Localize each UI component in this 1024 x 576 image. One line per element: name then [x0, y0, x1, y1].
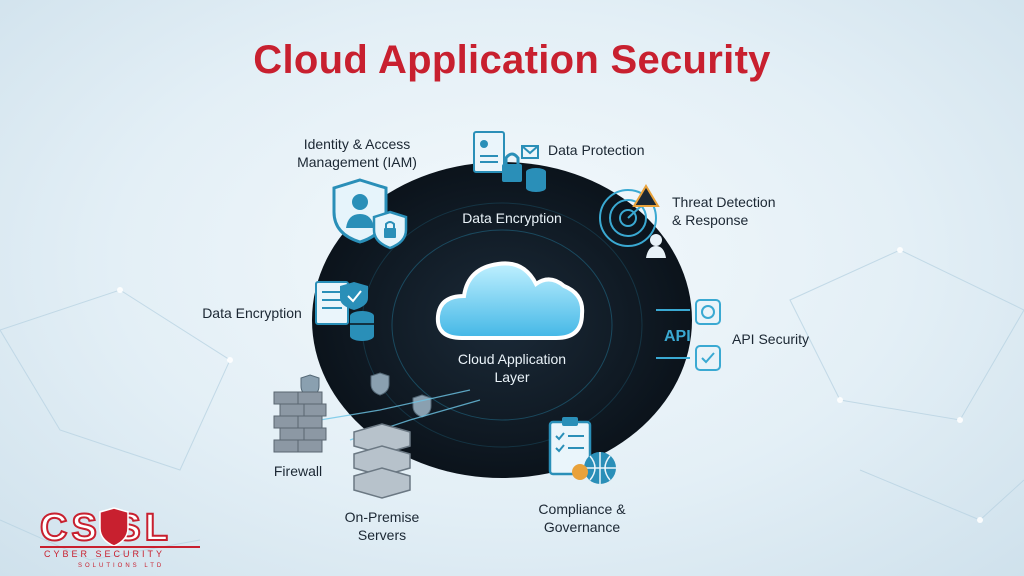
compliance-label: Compliance & Governance [512, 500, 652, 536]
api-badge: API [664, 328, 691, 345]
servers-label: On-Premise Servers [322, 508, 442, 544]
compliance-label-line1: Compliance & [538, 501, 626, 517]
page-title: Cloud Application Security [253, 38, 771, 82]
firewall-label: Firewall [273, 463, 323, 479]
api-icon [656, 299, 721, 371]
servers-label-line1: On-Premise [344, 509, 420, 525]
clipboard-globe-icon [548, 417, 616, 484]
compliance-label-line2: Governance [543, 519, 621, 535]
svg-text:CYBER SECURITY: CYBER SECURITY [44, 549, 165, 559]
iam-label: Identity & Access Management (IAM) [282, 135, 432, 171]
servers-label-line2: Servers [357, 527, 407, 543]
logo-mark: CS SL CYBER SECURITY SOLUTIONS LTD [39, 506, 200, 569]
data-protection-label: Data Protection [548, 142, 645, 158]
threat-label: Threat Detection & Response [672, 193, 792, 229]
data-protection-icon [473, 131, 546, 192]
iam-label-line2: Management (IAM) [297, 154, 417, 170]
server-stack-icon [353, 423, 411, 499]
firewall-icon [273, 391, 327, 453]
center-label-line2: Layer [494, 369, 530, 385]
shield-icon-2 [370, 372, 390, 396]
iam-label-line1: Identity & Access [303, 136, 411, 152]
data-encryption-left-label: Data Encryption [202, 305, 302, 321]
threat-label-line2: & Response [672, 212, 749, 228]
document-database-icon [315, 281, 374, 341]
cloud-icon [435, 261, 585, 340]
threat-label-line1: Threat Detection [672, 194, 776, 210]
center-label-line1: Cloud Application [457, 351, 567, 367]
api-security-label: API Security [732, 331, 810, 347]
user-shield-icon [332, 178, 408, 250]
data-encryption-inner-label: Data Encryption [462, 210, 562, 226]
company-logo: CS SL CYBER SECURITY SOLUTIONS LTD [30, 500, 210, 570]
center-label: Cloud Application Layer [430, 350, 594, 386]
radar-icon [599, 184, 666, 258]
svg-text:SOLUTIONS LTD: SOLUTIONS LTD [78, 563, 164, 569]
